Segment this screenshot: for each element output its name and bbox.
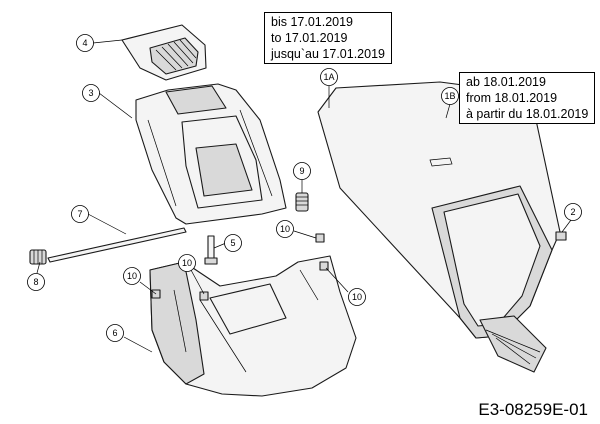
callout-5: 5 bbox=[224, 234, 242, 252]
part-top-cover bbox=[135, 83, 287, 225]
part-rod bbox=[47, 227, 187, 263]
note-old-line-3: jusqu`au 17.01.2019 bbox=[271, 47, 385, 61]
callout-10-top: 10 bbox=[276, 220, 294, 238]
note-new-line-2: from 18.01.2019 bbox=[466, 91, 558, 105]
callout-1a: 1A bbox=[320, 68, 338, 86]
svg-text:1A: 1A bbox=[323, 72, 334, 82]
leader-lines bbox=[36, 39, 572, 353]
note-new-line-1: ab 18.01.2019 bbox=[466, 75, 546, 89]
svg-text:7: 7 bbox=[77, 209, 82, 219]
part-clip-b bbox=[199, 291, 209, 301]
part-clip-c bbox=[315, 233, 325, 243]
callout-9: 9 bbox=[293, 162, 311, 180]
callout-10-center: 10 bbox=[178, 254, 196, 272]
callout-1b: 1B bbox=[441, 87, 459, 105]
svg-text:2: 2 bbox=[570, 207, 575, 217]
part-screw bbox=[204, 235, 218, 265]
svg-text:8: 8 bbox=[33, 277, 38, 287]
svg-text:5: 5 bbox=[230, 238, 235, 248]
callout-10-left: 10 bbox=[123, 267, 141, 285]
note-new-line-3: à partir du 18.01.2019 bbox=[466, 107, 589, 121]
callout-8: 8 bbox=[27, 273, 45, 291]
part-spring-9 bbox=[295, 192, 309, 212]
svg-text:6: 6 bbox=[112, 328, 117, 338]
note-new-version: ab 18.01.2019 from 18.01.2019 à partir d… bbox=[459, 72, 596, 124]
note-old-line-1: bis 17.01.2019 bbox=[271, 15, 354, 29]
part-grass-bag bbox=[317, 81, 561, 373]
svg-text:1B: 1B bbox=[444, 91, 455, 101]
callout-3: 3 bbox=[82, 84, 100, 102]
svg-text:3: 3 bbox=[88, 88, 93, 98]
part-pin bbox=[555, 231, 567, 241]
callout-4: 4 bbox=[76, 34, 94, 52]
part-clip-d bbox=[319, 261, 329, 271]
svg-text:10: 10 bbox=[352, 292, 362, 302]
svg-text:10: 10 bbox=[182, 258, 192, 268]
svg-text:4: 4 bbox=[82, 38, 87, 48]
callout-10-right: 10 bbox=[348, 288, 366, 306]
svg-text:10: 10 bbox=[127, 271, 137, 281]
part-vent-cover bbox=[121, 24, 207, 81]
part-spring-8 bbox=[29, 249, 47, 265]
document-id: E3-08259E-01 bbox=[478, 400, 588, 419]
callout-7: 7 bbox=[71, 205, 89, 223]
svg-text:9: 9 bbox=[299, 166, 304, 176]
callout-2: 2 bbox=[564, 203, 582, 221]
note-old-line-2: to 17.01.2019 bbox=[271, 31, 348, 45]
callout-6: 6 bbox=[106, 324, 124, 342]
note-old-version: bis 17.01.2019 to 17.01.2019 jusqu`au 17… bbox=[264, 12, 392, 64]
svg-text:10: 10 bbox=[280, 224, 290, 234]
part-frame bbox=[149, 255, 357, 397]
